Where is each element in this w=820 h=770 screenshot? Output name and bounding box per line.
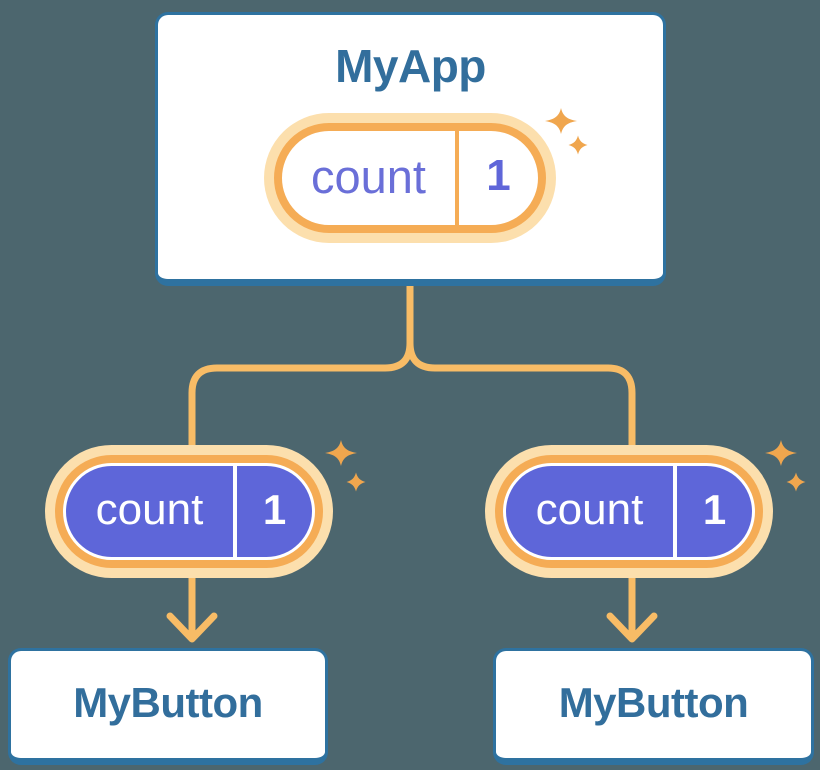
component-title: MyApp — [335, 40, 486, 92]
state-key-label: count — [66, 466, 233, 557]
component-node-right-child: MyButton — [493, 648, 814, 765]
arrow-down-right-icon — [606, 612, 658, 643]
component-node-left-child: MyButton — [8, 648, 328, 765]
component-title: MyButton — [73, 678, 263, 726]
component-title: MyButton — [558, 678, 749, 726]
state-pill-right-body: count 1 — [495, 455, 763, 568]
pill-divider — [455, 131, 459, 225]
state-value: 1 — [677, 466, 752, 557]
state-key-label: count — [506, 466, 673, 557]
state-pill-left-body: count 1 — [55, 455, 323, 568]
sparkle-small-icon — [346, 472, 366, 492]
state-pill-left-child: count 1 — [45, 445, 333, 578]
sparkle-icon — [325, 440, 357, 466]
state-pill-root-body: count 1 — [274, 123, 546, 233]
state-key-label: count — [311, 149, 426, 203]
state-value: 1 — [237, 466, 312, 557]
arrow-down-left-icon — [166, 612, 218, 643]
sparkle-small-icon — [786, 472, 806, 492]
sparkle-icon — [765, 440, 797, 466]
state-pill-right-child: count 1 — [485, 445, 773, 578]
state-value: 1 — [486, 151, 511, 200]
state-pill-root: count 1 — [264, 113, 556, 243]
